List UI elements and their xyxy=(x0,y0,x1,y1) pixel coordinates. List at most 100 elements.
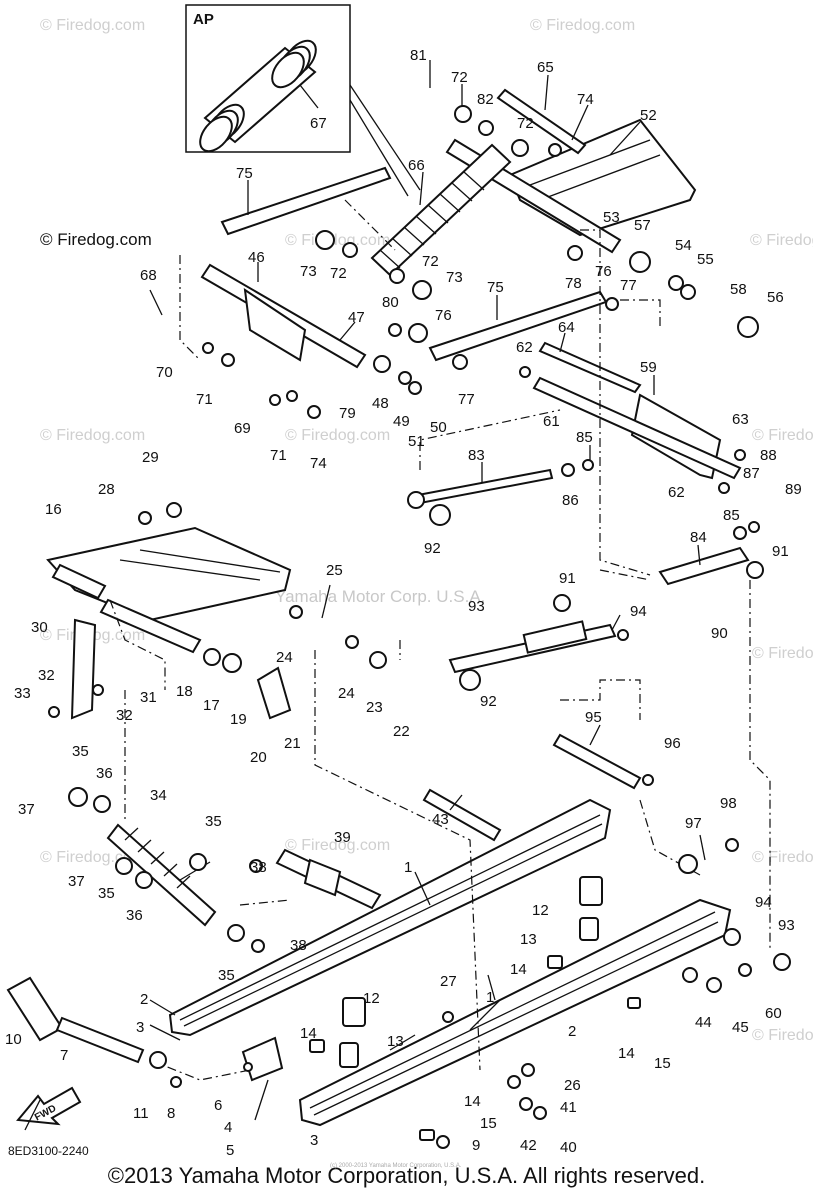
callout-21: 21 xyxy=(284,735,301,752)
callout-33: 33 xyxy=(14,685,31,702)
callout-51: 51 xyxy=(408,433,425,450)
leader-lines xyxy=(24,60,706,1131)
callout-35: 35 xyxy=(72,743,89,760)
callout-71: 71 xyxy=(270,447,287,464)
callout-72: 72 xyxy=(330,265,347,282)
fwd-arrow-icon: FWD xyxy=(16,1086,82,1126)
callout-81: 81 xyxy=(410,47,427,64)
bellows-boot-icon xyxy=(199,39,317,153)
callout-74: 74 xyxy=(577,91,594,108)
callout-88: 88 xyxy=(760,447,777,464)
callout-31: 31 xyxy=(140,689,157,706)
copyright-notice: ©2013 Yamaha Motor Corporation, U.S.A. A… xyxy=(107,1163,706,1188)
watermark: © Firedog.com xyxy=(752,849,813,866)
callout-68: 68 xyxy=(140,267,157,284)
callout-91: 91 xyxy=(559,570,576,587)
watermark: © Firedog.com xyxy=(752,1027,813,1044)
center-watermark: Yamaha Motor Corp. U.S.A. xyxy=(275,587,485,606)
callout-73: 73 xyxy=(446,269,463,286)
callout-16: 16 xyxy=(45,501,62,518)
callout-75: 75 xyxy=(236,165,253,182)
callout-61: 61 xyxy=(543,413,560,430)
watermark: © Firedog.com xyxy=(752,645,813,662)
callout-98: 98 xyxy=(720,795,737,812)
callout-12: 12 xyxy=(363,990,380,1007)
callout-8: 8 xyxy=(167,1105,175,1122)
front-shock-absorber-icon xyxy=(106,823,217,927)
rear-shock-absorber-icon xyxy=(370,143,512,277)
callout-84: 84 xyxy=(690,529,707,546)
callout-20: 20 xyxy=(250,749,267,766)
ap-inset: AP xyxy=(185,4,421,197)
callout-32: 32 xyxy=(116,707,133,724)
watermark: © Firedog.com xyxy=(752,427,813,444)
callout-25: 25 xyxy=(326,562,343,579)
callout-69: 69 xyxy=(234,420,251,437)
callout-39: 39 xyxy=(334,829,351,846)
callout-97: 97 xyxy=(685,815,702,832)
reference-lines xyxy=(109,199,771,1081)
callout-77: 77 xyxy=(458,391,475,408)
callout-14: 14 xyxy=(510,961,527,978)
upper-assembly xyxy=(200,88,750,790)
callout-10: 10 xyxy=(5,1031,22,1048)
callout-53: 53 xyxy=(603,209,620,226)
callout-15: 15 xyxy=(654,1055,671,1072)
callout-23: 23 xyxy=(366,699,383,716)
callout-18: 18 xyxy=(176,683,193,700)
callout-35: 35 xyxy=(98,885,115,902)
callout-50: 50 xyxy=(430,419,447,436)
callout-4: 4 xyxy=(224,1119,232,1136)
callout-14: 14 xyxy=(464,1093,481,1110)
callout-35: 35 xyxy=(218,967,235,984)
callout-45: 45 xyxy=(732,1019,749,1036)
callout-54: 54 xyxy=(675,237,692,254)
callout-92: 92 xyxy=(480,693,497,710)
callout-93: 93 xyxy=(468,598,485,615)
callout-26: 26 xyxy=(564,1077,581,1094)
watermark: © Firedog.com xyxy=(285,427,390,444)
callout-71: 71 xyxy=(196,391,213,408)
callout-86: 86 xyxy=(562,492,579,509)
callout-27: 27 xyxy=(440,973,457,990)
callout-79: 79 xyxy=(339,405,356,422)
callout-85: 85 xyxy=(576,429,593,446)
callout-3: 3 xyxy=(310,1132,318,1149)
watermark: © Firedog.com xyxy=(750,232,813,249)
callout-15: 15 xyxy=(480,1115,497,1132)
callout-75: 75 xyxy=(487,279,504,296)
callout-92: 92 xyxy=(424,540,441,557)
callout-28: 28 xyxy=(98,481,115,498)
watermark: © Firedog.com xyxy=(285,232,390,249)
callout-55: 55 xyxy=(697,251,714,268)
callout-30: 30 xyxy=(31,619,48,636)
callout-76: 76 xyxy=(595,263,612,280)
callout-24: 24 xyxy=(276,649,293,666)
callout-48: 48 xyxy=(372,395,389,412)
callout-1: 1 xyxy=(404,859,412,876)
diagram-code: 8ED3100-2240 xyxy=(8,1144,89,1158)
callout-56: 56 xyxy=(767,289,784,306)
callout-37: 37 xyxy=(68,873,85,890)
callout-62: 62 xyxy=(516,339,533,356)
callout-70: 70 xyxy=(156,364,173,381)
hardware-pieces xyxy=(48,105,791,1149)
slide-rails: FWD xyxy=(6,798,732,1127)
callout-17: 17 xyxy=(203,697,220,714)
callout-63: 63 xyxy=(732,411,749,428)
callout-29: 29 xyxy=(142,449,159,466)
callout-11: 11 xyxy=(133,1105,149,1122)
callout-93: 93 xyxy=(778,917,795,934)
callout-67: 67 xyxy=(310,115,327,132)
callout-85: 85 xyxy=(723,507,740,524)
callout-66: 66 xyxy=(408,157,425,174)
callout-91: 91 xyxy=(772,543,789,560)
callout-95: 95 xyxy=(585,709,602,726)
callout-78: 78 xyxy=(565,275,582,292)
watermark: © Firedog.com xyxy=(40,17,145,34)
callout-82: 82 xyxy=(477,91,494,108)
callout-49: 49 xyxy=(393,413,410,430)
callout-7: 7 xyxy=(60,1047,68,1064)
callout-73: 73 xyxy=(300,263,317,280)
